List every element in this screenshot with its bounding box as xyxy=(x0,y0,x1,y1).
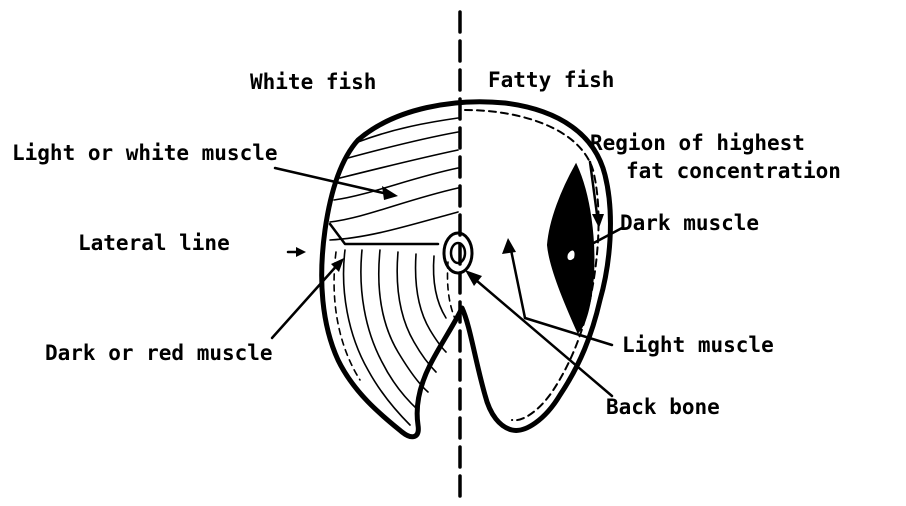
lateral-line-mark xyxy=(330,224,438,244)
label-highest-fat-line1: Region of highest xyxy=(590,131,805,155)
red-muscle-myotomes xyxy=(344,250,446,425)
heading-white-fish: White fish xyxy=(250,70,376,94)
white-muscle-myotomes xyxy=(330,118,458,240)
arrow-dark-red-muscle xyxy=(272,262,340,338)
label-dark-red-muscle: Dark or red muscle xyxy=(45,341,273,365)
label-back-bone: Back bone xyxy=(606,395,720,419)
label-lateral-line: Lateral line xyxy=(78,231,230,255)
dark-muscle-region xyxy=(548,165,593,332)
heading-fatty-fish: Fatty fish xyxy=(488,68,614,92)
label-highest-fat-line2: fat concentration xyxy=(626,159,841,183)
label-light-muscle: Light muscle xyxy=(622,333,774,357)
backbone-outer xyxy=(444,233,472,273)
arrow-light-muscle-2 xyxy=(510,245,525,318)
label-light-white-muscle: Light or white muscle xyxy=(12,141,278,165)
label-dark-muscle: Dark muscle xyxy=(620,211,759,235)
dashed-myotomes xyxy=(334,252,458,380)
backbone-inner xyxy=(451,243,465,263)
